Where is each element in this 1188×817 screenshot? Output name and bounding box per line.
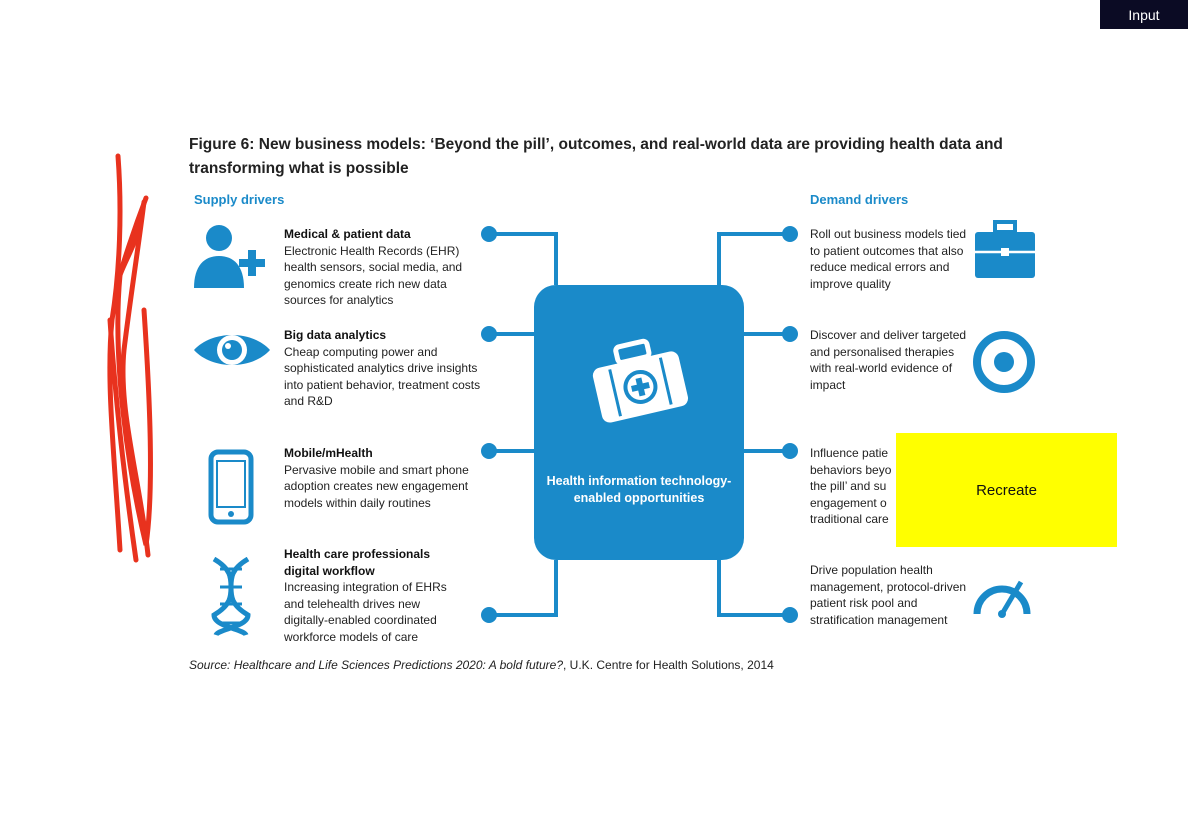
hub-label: Health information technology-enabled op…	[546, 474, 732, 505]
supply-item-body: Increasing integration of EHRs and teleh…	[284, 580, 447, 644]
supply-item-title: Health care professionals digital workfl…	[284, 547, 431, 578]
supply-heading: Supply drivers	[194, 192, 285, 207]
supply-item-workflow: Health care professionals digital workfl…	[284, 546, 459, 646]
supply-item-body: Pervasive mobile and smart phone adoptio…	[284, 462, 469, 510]
eye-icon	[194, 335, 270, 365]
recreate-overlay: Recreate	[896, 433, 1117, 547]
gauge-icon	[973, 580, 1031, 618]
supply-item-title: Big data analytics	[284, 328, 387, 342]
demand-item-influence-behaviors: Influence patie behaviors beyo the pill’…	[810, 446, 892, 527]
supply-item-title: Mobile/mHealth	[284, 446, 373, 460]
demand-heading: Demand drivers	[810, 192, 909, 207]
input-tag: Input	[1100, 0, 1188, 29]
supply-item-body: Cheap computing power and sophisticated …	[284, 344, 481, 409]
demand-item-population-health: Drive population health management, prot…	[810, 563, 967, 627]
medical-kit-icon	[592, 338, 689, 423]
supply-item-body: Electronic Health Records (EHR) health s…	[284, 243, 463, 308]
source-note: Source: Healthcare and Life Sciences Pre…	[189, 658, 774, 672]
supply-item-mhealth: Mobile/mHealth Pervasive mobile and smar…	[284, 445, 484, 511]
demand-item-personalised-therapies: Discover and deliver targeted and person…	[810, 328, 967, 392]
supply-item-big-data: Big data analytics Cheap computing power…	[284, 327, 484, 410]
supply-item-title: Medical & patient data	[284, 227, 411, 241]
person-plus-icon	[194, 225, 265, 288]
source-publisher: , U.K. Centre for Health Solutions, 2014	[563, 658, 774, 672]
red-scribble-annotation	[107, 153, 153, 563]
dna-icon	[211, 557, 251, 637]
demand-item-business-models: Roll out business models tied to patient…	[810, 227, 967, 291]
hub-box: Health information technology-enabled op…	[534, 285, 744, 560]
source-citation: Source: Healthcare and Life Sciences Pre…	[189, 658, 564, 672]
briefcase-icon	[975, 220, 1035, 278]
target-icon	[973, 331, 1035, 393]
smartphone-icon	[208, 449, 254, 525]
supply-item-medical-data: Medical & patient data Electronic Health…	[284, 226, 484, 309]
figure-title: Figure 6: New business models: ‘Beyond t…	[189, 136, 1003, 177]
